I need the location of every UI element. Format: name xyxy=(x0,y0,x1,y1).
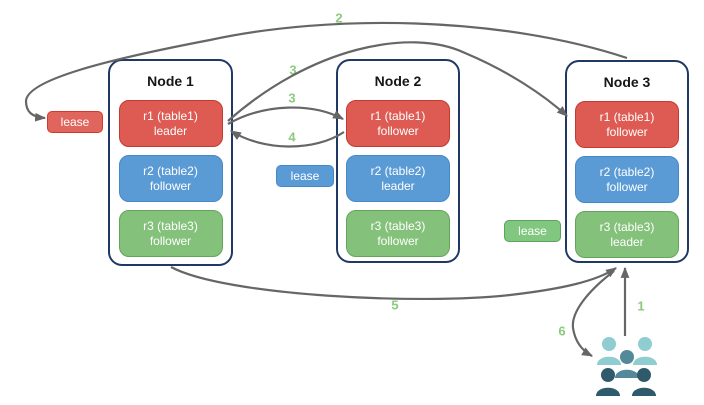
step-label-3b: 3 xyxy=(288,90,296,106)
replica-name: r2 (table2) xyxy=(599,164,655,179)
node-3-box: Node 3 r1 (table1) follower r2 (table2) … xyxy=(565,60,689,263)
step-label-2: 2 xyxy=(335,10,343,26)
arrow-step-5-forward xyxy=(170,266,617,301)
arrow-step-3-replicate-to-node2 xyxy=(227,106,344,125)
replica-name: r3 (table3) xyxy=(599,219,655,234)
replica-role: leader xyxy=(153,123,188,138)
replica-name: r2 (table2) xyxy=(143,163,198,178)
node-3-replica-r1: r1 (table1) follower xyxy=(575,101,679,148)
node-3-replica-r2: r2 (table2) follower xyxy=(575,156,679,203)
replica-role: follower xyxy=(377,233,419,248)
replica-role: follower xyxy=(606,179,648,194)
users-group-icon xyxy=(596,337,657,396)
lease-badge-table3: lease xyxy=(504,220,561,242)
node-2-replica-r1: r1 (table1) follower xyxy=(346,100,450,147)
step-label-5: 5 xyxy=(391,297,399,313)
node-1-title: Node 1 xyxy=(147,73,194,89)
node-2-replica-r3: r3 (table3) follower xyxy=(346,210,450,257)
user-figure xyxy=(633,337,657,365)
lease-badge-table1: lease xyxy=(47,111,103,133)
node-1-replica-r3: r3 (table3) follower xyxy=(118,210,223,257)
replica-role: leader xyxy=(610,234,644,249)
replica-name: r3 (table3) xyxy=(370,218,426,233)
replica-role: follower xyxy=(377,123,419,138)
replica-name: r2 (table2) xyxy=(370,163,426,178)
step-label-4: 4 xyxy=(288,129,296,145)
replica-role: follower xyxy=(149,233,192,248)
node-2-replica-r2: r2 (table2) leader xyxy=(346,155,450,202)
node-2-title: Node 2 xyxy=(374,73,422,89)
node-1-replica-r2: r2 (table2) follower xyxy=(118,155,223,202)
step-label-1: 1 xyxy=(637,298,645,314)
user-figure xyxy=(597,337,621,365)
node-3-replica-r3: r3 (table3) leader xyxy=(575,211,679,258)
node-3-title: Node 3 xyxy=(603,74,651,90)
node-2-box: Node 2 r1 (table1) follower r2 (table2) … xyxy=(336,59,460,263)
replica-name: r3 (table3) xyxy=(143,218,198,233)
replica-role: leader xyxy=(381,178,415,193)
lease-badge-table2: lease xyxy=(276,165,334,187)
step-label-3a: 3 xyxy=(289,62,297,78)
step-label-6: 6 xyxy=(558,323,566,339)
node-1-box: Node 1 r1 (table1) leader r2 (table2) fo… xyxy=(108,59,233,266)
replica-role: follower xyxy=(606,124,648,139)
user-figure xyxy=(596,368,620,396)
replica-role: follower xyxy=(149,178,192,193)
replica-name: r1 (table1) xyxy=(370,108,426,123)
replica-name: r1 (table1) xyxy=(143,108,198,123)
replica-name: r1 (table1) xyxy=(599,109,655,124)
node-1-replica-r1: r1 (table1) leader xyxy=(118,100,223,147)
